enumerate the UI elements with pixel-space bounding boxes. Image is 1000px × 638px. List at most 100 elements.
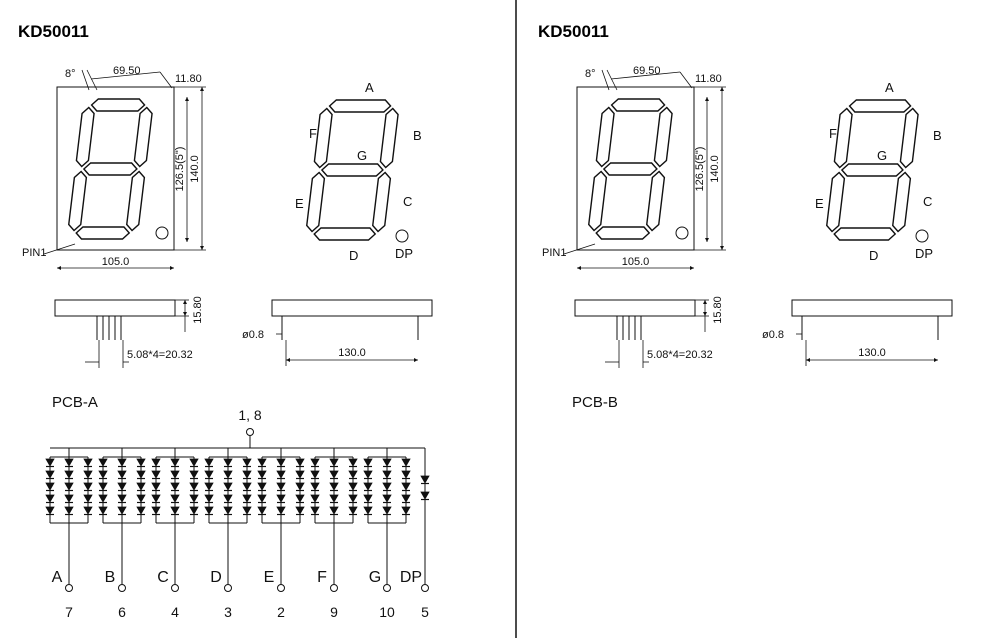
led-diode — [64, 470, 74, 479]
led-diode — [64, 458, 74, 467]
angle-line — [86, 69, 98, 91]
led-diode — [401, 494, 411, 503]
segment-f — [833, 107, 853, 169]
led-diode — [189, 470, 199, 479]
led-diode — [189, 494, 199, 503]
channel-a: A7 — [45, 448, 93, 620]
led-diode — [310, 494, 320, 503]
led-diode — [189, 482, 199, 491]
channel-dp: DP5 — [400, 448, 430, 620]
led-diode — [98, 482, 108, 491]
segment-e — [306, 171, 326, 233]
led-diode — [420, 491, 430, 500]
led-diode — [363, 494, 373, 503]
led-diode — [310, 470, 320, 479]
panel-pcb-b: KD500118°69.5011.80126.5(5")140.0105.0PI… — [538, 22, 953, 411]
led-diode — [64, 506, 74, 515]
angle-label: 8° — [585, 68, 596, 80]
led-diode — [348, 482, 358, 491]
dimension-offset-label: 11.80 — [695, 73, 722, 85]
led-diode — [117, 506, 127, 515]
led-diode — [348, 458, 358, 467]
common-pin-label: 1, 8 — [238, 407, 262, 423]
dimension-arrow — [705, 238, 709, 242]
dimension-arrow — [577, 266, 581, 270]
dimension-top-label: 69.50 — [633, 65, 661, 77]
segment-d — [595, 226, 651, 240]
channel-e: E2 — [257, 448, 305, 620]
segment-label-e: E — [815, 196, 824, 211]
led-diode — [310, 482, 320, 491]
channel-d: D3 — [204, 448, 252, 620]
segment-label-g: G — [877, 148, 887, 163]
led-diode — [295, 494, 305, 503]
led-diode — [223, 458, 233, 467]
dimension-offset-label: 11.80 — [175, 73, 202, 85]
segment-e — [826, 171, 846, 233]
led-diode — [276, 482, 286, 491]
side-right-body — [791, 299, 953, 317]
led-diode — [329, 494, 339, 503]
channel-pin: 5 — [421, 604, 429, 620]
led-diode — [329, 458, 339, 467]
side-right-body — [271, 299, 433, 317]
led-diode — [83, 482, 93, 491]
led-diode — [329, 506, 339, 515]
led-diode — [242, 458, 252, 467]
pin1-label: PIN1 — [22, 247, 46, 259]
dimension-arrow — [720, 246, 724, 250]
led-diode — [136, 506, 146, 515]
led-diode — [257, 470, 267, 479]
channel-pin: 9 — [330, 604, 338, 620]
led-diode — [170, 482, 180, 491]
led-diode — [45, 458, 55, 467]
led-diode — [242, 494, 252, 503]
led-diode — [189, 458, 199, 467]
segment-label-dp: DP — [915, 246, 933, 261]
dimension-arrow — [806, 358, 810, 362]
segment-d — [833, 227, 897, 241]
segment-g — [320, 163, 384, 177]
led-diode — [382, 494, 392, 503]
led-diode — [382, 458, 392, 467]
led-diode — [151, 494, 161, 503]
dimension-line — [90, 71, 161, 80]
dimension-arrow — [720, 87, 724, 91]
led-diode — [170, 470, 180, 479]
led-diode — [295, 482, 305, 491]
segment-a — [848, 99, 912, 113]
led-diode — [329, 482, 339, 491]
led-diode — [204, 494, 214, 503]
dimension-arrow — [200, 246, 204, 250]
dimension-pin-label: ø0.8 — [242, 329, 264, 341]
display-outline — [576, 86, 695, 251]
led-diode — [382, 506, 392, 515]
segment-b — [379, 107, 399, 169]
led-diode — [151, 458, 161, 467]
legend-dp-circle — [915, 229, 929, 243]
led-diode — [170, 494, 180, 503]
pcb-label: PCB-A — [52, 394, 98, 411]
led-diode — [310, 458, 320, 467]
dimension-arrow — [690, 266, 694, 270]
decimal-point-circle — [675, 226, 689, 240]
dimension-arrow — [286, 358, 290, 362]
led-diode — [45, 482, 55, 491]
segment-b — [899, 107, 919, 169]
dimension-width-label: 105.0 — [102, 256, 130, 268]
output-terminal — [277, 584, 285, 592]
channel-b: B6 — [98, 448, 146, 620]
channel-name: G — [369, 569, 381, 586]
dimension-arrow — [705, 97, 709, 101]
led-diode — [295, 506, 305, 515]
channel-pin: 4 — [171, 604, 179, 620]
segment-label-a: A — [365, 80, 374, 95]
led-diode — [170, 458, 180, 467]
led-diode — [363, 470, 373, 479]
led-diode — [363, 458, 373, 467]
